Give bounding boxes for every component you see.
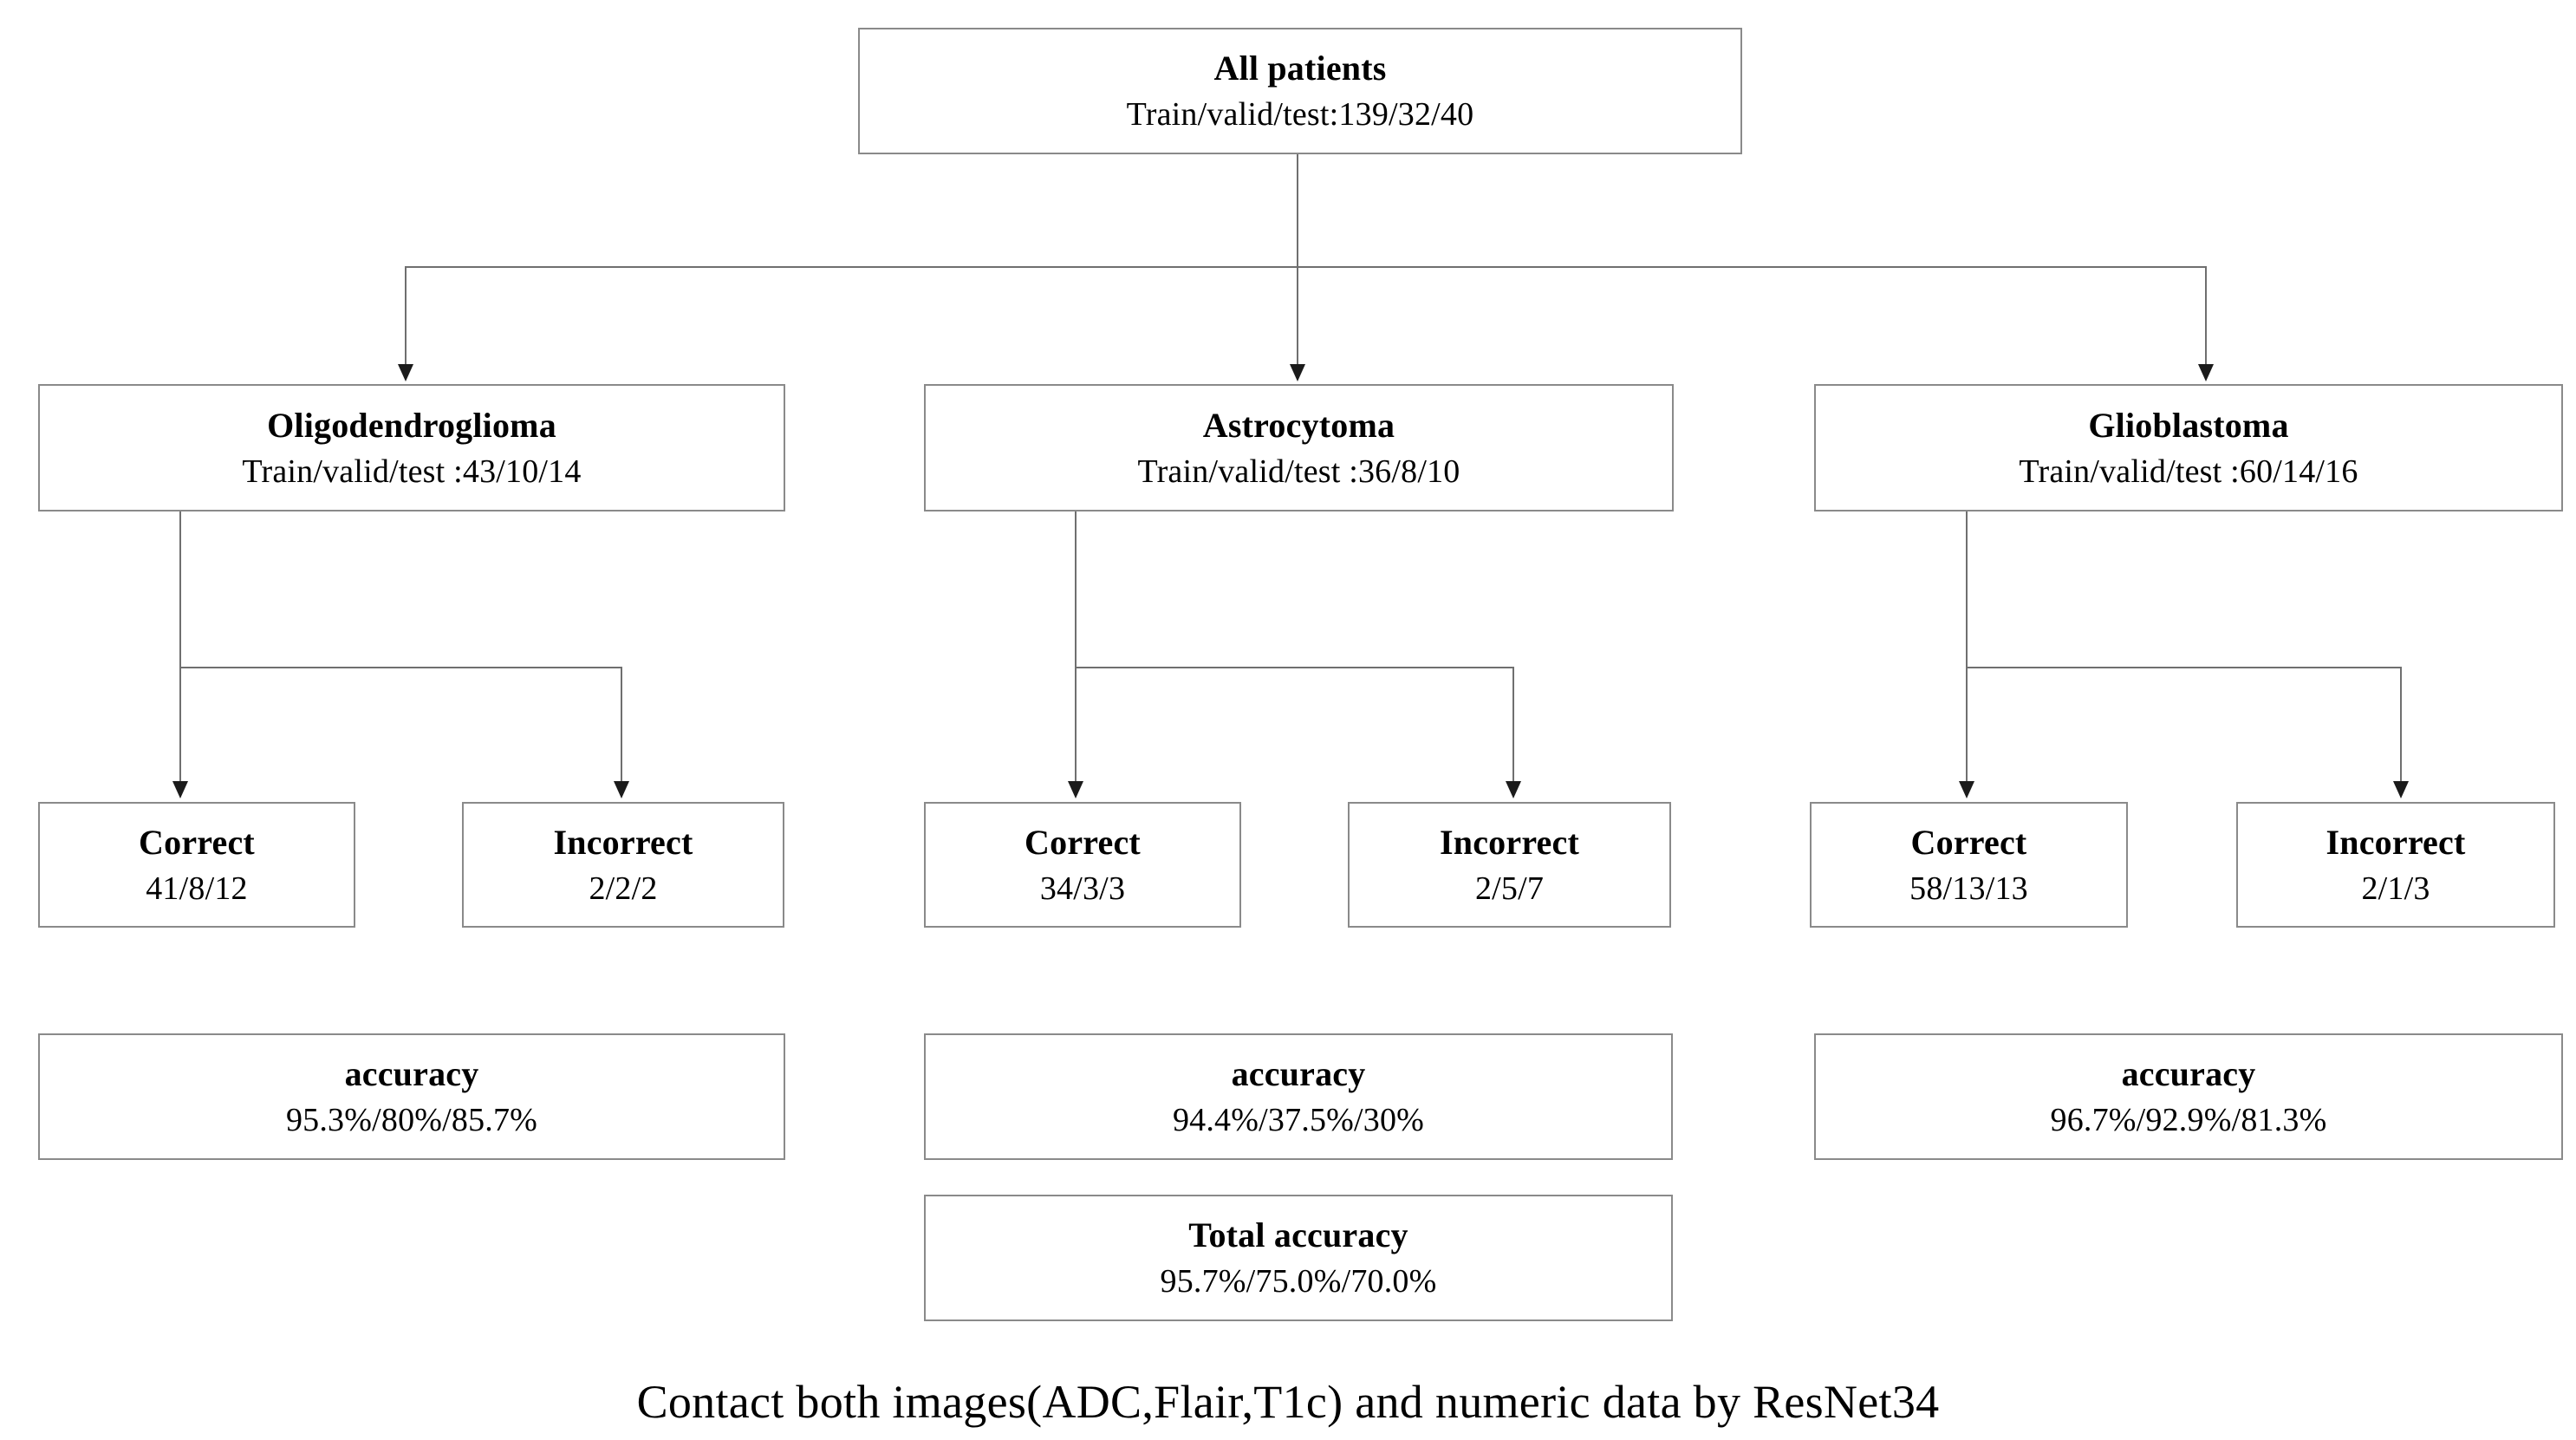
connector-group-1-to-incorrect bbox=[621, 667, 622, 783]
node-astrocytoma-accuracy: accuracy 94.4%/37.5%/30% bbox=[924, 1033, 1673, 1160]
node-total-accuracy-value: 95.7%/75.0%/70.0% bbox=[1160, 1263, 1437, 1300]
arrow-group-2-to-incorrect bbox=[1506, 781, 1521, 798]
node-glioblastoma-correct-value: 58/13/13 bbox=[1909, 870, 2028, 907]
connector-group-1-split-bar bbox=[179, 667, 621, 668]
connector-root-to-group-1 bbox=[405, 266, 407, 367]
arrow-root-to-group-2 bbox=[1290, 364, 1305, 381]
connector-group-3-split-bar bbox=[1966, 667, 2401, 668]
node-oligodendroglioma-correct: Correct 41/8/12 bbox=[38, 802, 355, 928]
node-glioblastoma-incorrect-value: 2/1/3 bbox=[2361, 870, 2430, 907]
connector-group-2-to-correct bbox=[1075, 667, 1077, 783]
connector-group-3-to-incorrect bbox=[2400, 667, 2402, 783]
node-oligodendroglioma-incorrect: Incorrect 2/2/2 bbox=[462, 802, 784, 928]
node-group-oligodendroglioma: Oligodendroglioma Train/valid/test :43/1… bbox=[38, 384, 785, 511]
node-glioblastoma-accuracy-value: 96.7%/92.9%/81.3% bbox=[2050, 1102, 2327, 1139]
node-group-astrocytoma-subtitle: Train/valid/test :36/8/10 bbox=[1137, 453, 1460, 490]
node-glioblastoma-accuracy-title: accuracy bbox=[2121, 1054, 2256, 1094]
node-oligodendroglioma-accuracy-title: accuracy bbox=[344, 1054, 479, 1094]
connector-root-split-bar bbox=[406, 266, 2207, 268]
node-total-accuracy: Total accuracy 95.7%/75.0%/70.0% bbox=[924, 1195, 1673, 1321]
arrow-root-to-group-1 bbox=[398, 364, 413, 381]
connector-group-1-to-correct bbox=[179, 667, 181, 783]
node-astrocytoma-incorrect: Incorrect 2/5/7 bbox=[1348, 802, 1671, 928]
node-astrocytoma-incorrect-title: Incorrect bbox=[1440, 822, 1579, 862]
node-all-patients-subtitle: Train/valid/test:139/32/40 bbox=[1126, 96, 1474, 134]
connector-group-2-split-bar bbox=[1075, 667, 1513, 668]
node-group-oligodendroglioma-subtitle: Train/valid/test :43/10/14 bbox=[242, 453, 582, 490]
node-oligodendroglioma-incorrect-title: Incorrect bbox=[553, 822, 693, 862]
node-glioblastoma-incorrect-title: Incorrect bbox=[2326, 822, 2466, 862]
node-total-accuracy-title: Total accuracy bbox=[1188, 1215, 1408, 1255]
figure-caption: Contact both images(ADC,Flair,T1c) and n… bbox=[636, 1376, 1940, 1428]
node-all-patients: All patients Train/valid/test:139/32/40 bbox=[858, 28, 1742, 154]
node-astrocytoma-correct-title: Correct bbox=[1025, 822, 1141, 862]
node-all-patients-title: All patients bbox=[1213, 49, 1387, 88]
node-group-astrocytoma: Astrocytoma Train/valid/test :36/8/10 bbox=[924, 384, 1674, 511]
node-glioblastoma-incorrect: Incorrect 2/1/3 bbox=[2236, 802, 2555, 928]
arrow-group-1-to-correct bbox=[172, 781, 188, 798]
arrow-root-to-group-3 bbox=[2198, 364, 2214, 381]
connector-group-2-stem bbox=[1075, 511, 1077, 668]
node-astrocytoma-accuracy-title: accuracy bbox=[1231, 1054, 1366, 1094]
node-glioblastoma-accuracy: accuracy 96.7%/92.9%/81.3% bbox=[1814, 1033, 2563, 1160]
connector-group-3-stem bbox=[1966, 511, 1968, 668]
connector-root-to-group-2 bbox=[1297, 266, 1298, 367]
node-astrocytoma-correct: Correct 34/3/3 bbox=[924, 802, 1241, 928]
node-oligodendroglioma-correct-value: 41/8/12 bbox=[146, 870, 248, 907]
arrow-group-3-to-incorrect bbox=[2393, 781, 2409, 798]
node-oligodendroglioma-correct-title: Correct bbox=[139, 822, 255, 862]
node-oligodendroglioma-incorrect-value: 2/2/2 bbox=[589, 870, 658, 907]
connector-root-to-group-3 bbox=[2205, 266, 2207, 367]
node-astrocytoma-incorrect-value: 2/5/7 bbox=[1474, 870, 1545, 907]
arrow-group-1-to-incorrect bbox=[614, 781, 629, 798]
arrow-group-2-to-correct bbox=[1068, 781, 1083, 798]
node-glioblastoma-correct-title: Correct bbox=[1910, 822, 2027, 862]
node-astrocytoma-correct-value: 34/3/3 bbox=[1039, 870, 1126, 907]
node-oligodendroglioma-accuracy-value: 95.3%/80%/85.7% bbox=[285, 1102, 538, 1139]
connector-group-3-to-correct bbox=[1966, 667, 1968, 783]
node-oligodendroglioma-accuracy: accuracy 95.3%/80%/85.7% bbox=[38, 1033, 785, 1160]
node-glioblastoma-correct: Correct 58/13/13 bbox=[1810, 802, 2128, 928]
node-group-oligodendroglioma-title: Oligodendroglioma bbox=[267, 405, 556, 445]
node-group-glioblastoma-title: Glioblastoma bbox=[2088, 405, 2289, 445]
arrow-group-3-to-correct bbox=[1959, 781, 1974, 798]
node-group-astrocytoma-title: Astrocytoma bbox=[1202, 405, 1395, 445]
connector-group-2-to-incorrect bbox=[1512, 667, 1514, 783]
node-astrocytoma-accuracy-value: 94.4%/37.5%/30% bbox=[1172, 1102, 1425, 1139]
connector-group-1-stem bbox=[179, 511, 181, 668]
node-group-glioblastoma: Glioblastoma Train/valid/test :60/14/16 bbox=[1814, 384, 2563, 511]
connector-root-stem bbox=[1297, 154, 1298, 267]
node-group-glioblastoma-subtitle: Train/valid/test :60/14/16 bbox=[2019, 453, 2358, 490]
